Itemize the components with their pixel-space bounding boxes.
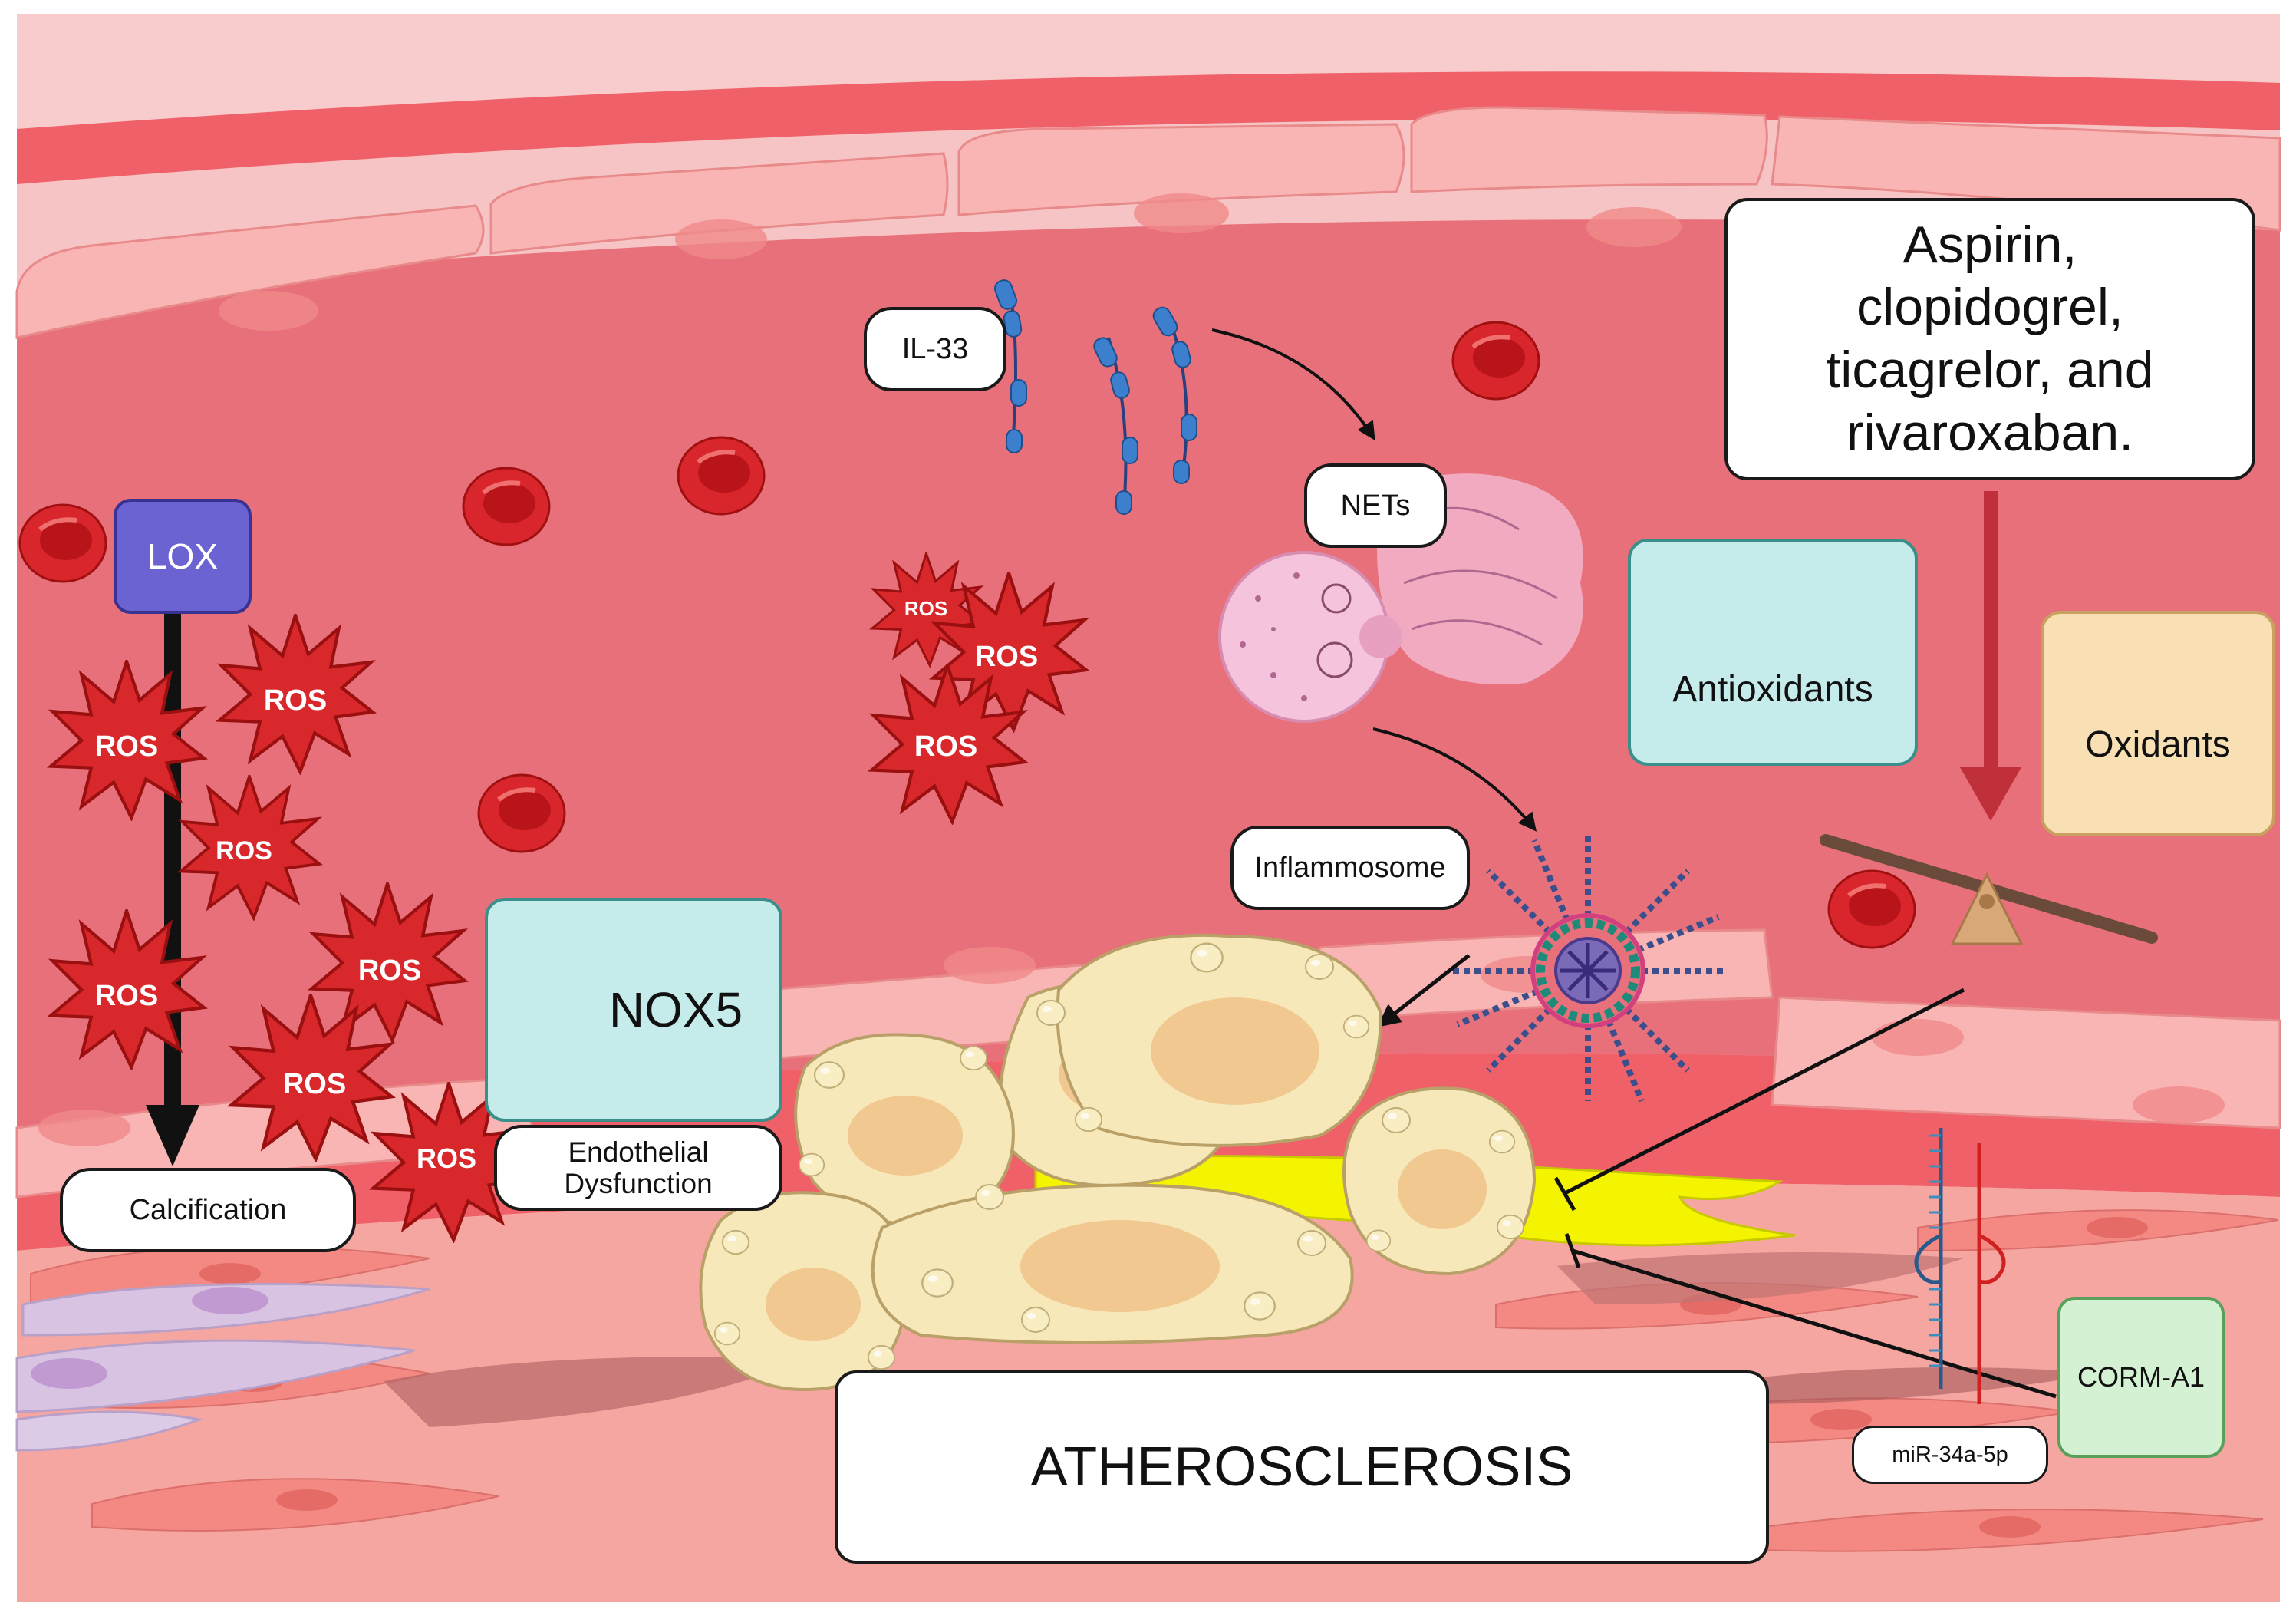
drugs-box: Aspirin, clopidogrel, ticagrelor, and ri… (1724, 198, 2255, 480)
ros-star: ROS (179, 775, 321, 920)
svg-text:ROS: ROS (216, 836, 272, 866)
antioxidants-box: Antioxidants (1628, 539, 1918, 766)
svg-text:ROS: ROS (95, 980, 158, 1012)
ros-star: ROS (311, 884, 465, 1040)
inflammosome-label: Inflammosome (1230, 826, 1470, 910)
lox-label: LOX (147, 536, 219, 576)
svg-text:ROS: ROS (283, 1068, 346, 1100)
atherosclerosis-title: ATHEROSCLEROSIS (835, 1370, 1769, 1564)
nox5-box: NOX5 (485, 898, 782, 1122)
svg-text:ROS: ROS (904, 597, 947, 620)
endothelial-dysfunction-label: Endothelial Dysfunction (494, 1125, 782, 1211)
nets-to-inflammosome-arrow (1372, 727, 1537, 832)
svg-text:ROS: ROS (264, 684, 327, 717)
mirna-label: miR-34a-5p (1852, 1426, 2048, 1484)
smooth-muscle-cells (30, 1209, 2279, 1552)
il33-receptors (993, 279, 1197, 515)
mirna-hairpin (1914, 1128, 2006, 1404)
il33-label: IL-33 (864, 307, 1006, 391)
ros-star: ROS (219, 615, 373, 772)
purple-cells (15, 1282, 430, 1452)
svg-text:ROS: ROS (95, 730, 158, 763)
il33-to-nets-arrow (1211, 328, 1375, 441)
ros-cluster-left: ROS ROS ROS ROS ROS ROS ROS (51, 615, 526, 1240)
lox-box: LOX (114, 499, 252, 614)
ros-star: ROS (933, 573, 1086, 730)
calcification-label: Calcification (60, 1168, 356, 1252)
svg-text:ROS: ROS (417, 1143, 476, 1174)
ros-star: ROS (51, 911, 203, 1067)
corm-a1-label: CORM-A1 (2077, 1361, 2205, 1393)
oxidants-label: Oxidants (2085, 724, 2231, 765)
svg-text:ROS: ROS (975, 641, 1038, 673)
inflammosome-to-plaque-arrow (1377, 954, 1471, 1027)
inflammasome (1450, 833, 1726, 1103)
corm-a1-box: CORM-A1 (2057, 1297, 2225, 1458)
svg-text:ROS: ROS (914, 730, 977, 763)
ros-star: ROS (871, 665, 1025, 822)
oxidant-balance-scale (1820, 834, 2158, 945)
antioxidants-label: Antioxidants (1672, 669, 1873, 710)
nets-label: NETs (1304, 463, 1447, 548)
nox5-label: NOX5 (608, 982, 743, 1037)
inhibition-lines (1553, 988, 2057, 1399)
vessel-wall-top (17, 71, 2280, 184)
oxidants-box: Oxidants (2041, 611, 2275, 836)
ros-star: ROS (373, 1083, 526, 1240)
svg-text:ROS: ROS (358, 955, 421, 987)
ros-star: ROS (51, 661, 203, 818)
ros-cluster-middle: ROS ROS ROS (871, 552, 1086, 822)
ros-star: ROS (871, 552, 983, 667)
foam-cells (699, 933, 1537, 1391)
ros-star: ROS (232, 995, 392, 1159)
